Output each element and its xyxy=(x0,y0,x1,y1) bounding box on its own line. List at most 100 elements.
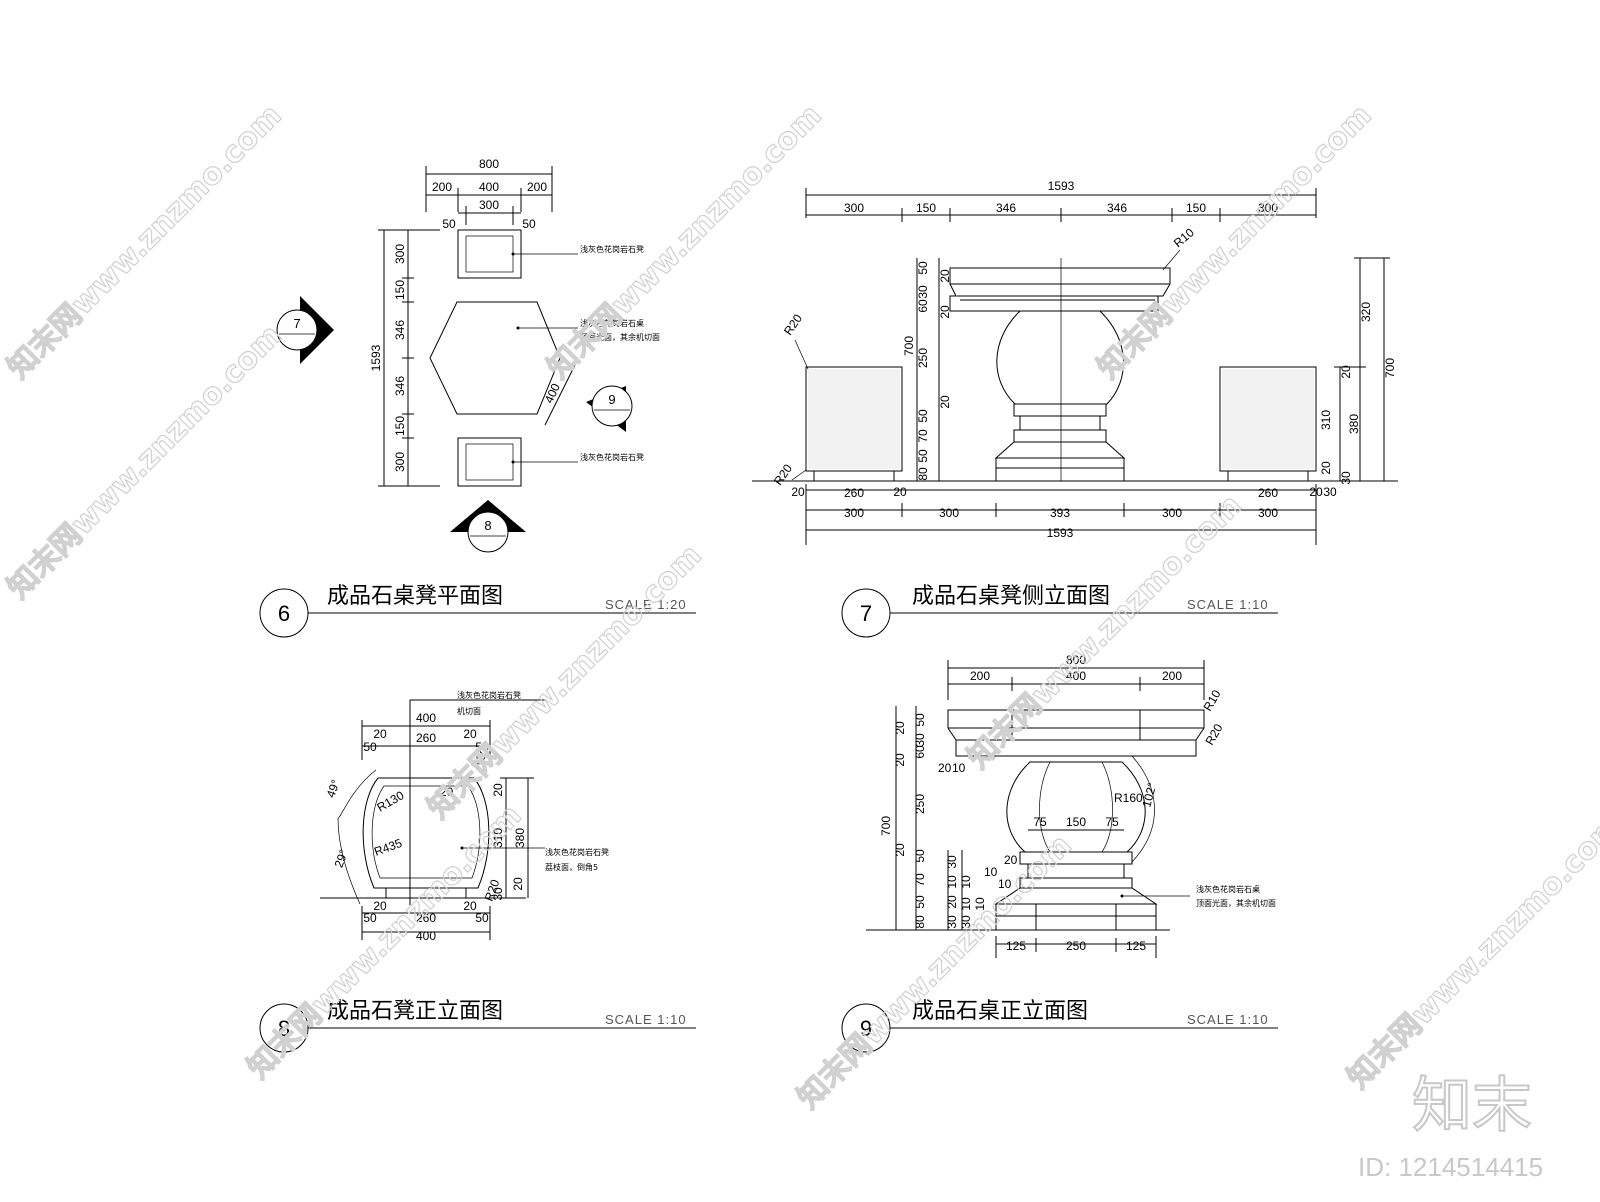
side-dr-4: 380 xyxy=(1347,414,1361,434)
plan-dim-diag: 400 xyxy=(542,381,563,405)
svg-text:9: 9 xyxy=(608,392,615,407)
side-db-2: 20 xyxy=(893,485,907,499)
plan-dim-50b: 50 xyxy=(522,217,536,231)
stool-dt-1: 20 xyxy=(373,727,387,741)
side-db-10: 300 xyxy=(1258,506,1278,520)
svg-text:8: 8 xyxy=(484,518,491,533)
plan-view-number: 6 xyxy=(278,601,290,626)
stool-db-0: 20 xyxy=(373,899,387,913)
marker-7: 7 xyxy=(276,296,334,364)
side-dim-1593-top: 1593 xyxy=(1048,179,1075,193)
stool-db-3: 50 xyxy=(363,911,377,925)
stool-db-2: 20 xyxy=(463,899,477,913)
table-dl2-2: 10 xyxy=(998,877,1012,891)
side-db-0: 20 xyxy=(791,485,805,499)
plan-view: 800 200 400 200 300 50 50 1593 300 150 3… xyxy=(259,157,696,638)
plan-note-stool-1: 浅灰色花岗岩石凳 xyxy=(580,244,644,254)
side-db-7: 300 xyxy=(939,506,959,520)
watermark-5: 知末网www.znzmo.com xyxy=(421,538,709,826)
side-db-9: 300 xyxy=(1162,506,1182,520)
plan-note-table-finish: 顶面光面，其余机切面 xyxy=(580,332,660,342)
watermark-8: 知末网www.znzmo.com xyxy=(791,828,1079,1116)
table-top xyxy=(947,709,1205,757)
plan-view-title: 成品石桌凳平面图 xyxy=(327,584,503,609)
side-dl-9: 70 xyxy=(916,429,930,443)
plan-dim-l300a: 300 xyxy=(393,244,407,264)
stool-view-number: 8 xyxy=(278,1016,290,1041)
side-dim-t5: 150 xyxy=(1186,201,1206,215)
side-dl-4: 20 xyxy=(938,305,952,319)
side-db-6: 300 xyxy=(844,506,864,520)
table-view: 800 200 400 200 75 150 75 R10 R20 xyxy=(841,653,1278,1053)
table-db-1: 250 xyxy=(1066,939,1086,953)
plan-table-hexagon xyxy=(429,301,561,415)
plan-dim-200a: 200 xyxy=(432,180,452,194)
watermark-9: 知末网www.znzmo.com xyxy=(1341,808,1600,1096)
side-dr-6: 30 xyxy=(1339,471,1353,485)
side-dl-6: 250 xyxy=(916,348,930,368)
stool-angle-49: 49° xyxy=(324,778,343,800)
side-dl-8: 50 xyxy=(916,409,930,423)
side-table-top xyxy=(949,267,1171,312)
side-db-1: 260 xyxy=(844,486,864,500)
side-dl-5: 700 xyxy=(902,336,916,356)
side-dim-t3: 346 xyxy=(996,201,1016,215)
plan-note-table: 浅灰色花岗岩石桌 xyxy=(580,318,644,328)
plan-dim-400: 400 xyxy=(479,180,499,194)
table-dl2-10: 10 xyxy=(973,897,987,911)
side-view-title: 成品石桌凳侧立面图 xyxy=(912,584,1110,609)
marker-9: 9 xyxy=(586,385,633,432)
table-dt-0: 800 xyxy=(1066,653,1086,667)
stool-dt-4: 50 xyxy=(363,740,377,754)
table-dt-2: 400 xyxy=(1066,669,1086,683)
stool-note-2: 机切面 xyxy=(457,706,481,716)
side-view-scale: SCALE 1:10 xyxy=(1187,597,1269,612)
plan-dim-800: 800 xyxy=(479,157,499,171)
stool-note-1: 浅灰色花岗岩石凳 xyxy=(457,690,521,700)
table-view-title: 成品石桌正立面图 xyxy=(912,999,1088,1024)
stool-note-4: 荔枝面，倒角5 xyxy=(545,862,598,872)
stool-view: 浅灰色花岗岩石凳 机切面 400 20 260 20 50 50 49° 29°… xyxy=(259,690,696,1053)
plan-dim-200b: 200 xyxy=(527,180,547,194)
side-db-1593: 1593 xyxy=(1047,526,1074,540)
stool-view-scale: SCALE 1:10 xyxy=(605,1012,687,1027)
watermark-2: 知末网www.znzmo.com xyxy=(541,98,829,386)
side-db-3: 260 xyxy=(1258,486,1278,500)
table-dl-6: 10 xyxy=(952,761,966,775)
table-angle-102: 102° xyxy=(1139,781,1159,809)
table-dl2-1: 10 xyxy=(984,865,998,879)
table-dl-2: 30 xyxy=(913,733,927,747)
side-dr-3: 310 xyxy=(1319,410,1333,430)
side-view-number: 7 xyxy=(860,601,872,626)
table-di-0: 75 xyxy=(1033,815,1047,829)
side-dr-5: 20 xyxy=(1319,461,1333,475)
side-view: 1593 300 150 346 346 150 300 xyxy=(752,179,1398,638)
side-dl-0: 50 xyxy=(916,261,930,275)
table-dl2-8: 30 xyxy=(959,915,973,929)
plan-dim-l300b: 300 xyxy=(393,452,407,472)
side-dl-1: 20 xyxy=(938,269,952,283)
table-dl-11: 70 xyxy=(913,873,927,887)
table-dl-10: 50 xyxy=(913,849,927,863)
table-dl-9: 20 xyxy=(893,843,907,857)
side-dl-10: 50 xyxy=(916,449,930,463)
table-dl-4: 20 xyxy=(893,753,907,767)
stool-view-title: 成品石凳正立面图 xyxy=(327,999,503,1024)
stool-dr-3: 30 xyxy=(491,887,505,901)
stool-inner-20: 20 xyxy=(440,785,454,799)
side-dr-0: 320 xyxy=(1359,302,1373,322)
side-dim-t2: 150 xyxy=(916,201,936,215)
table-dl-3: 60 xyxy=(913,745,927,759)
stool-dt-2: 260 xyxy=(416,731,436,745)
side-dr-1: 700 xyxy=(1383,358,1397,378)
side-radius-r20b: R20 xyxy=(771,461,795,487)
stool-body xyxy=(362,777,490,889)
table-dl-12: 50 xyxy=(913,895,927,909)
table-dl2-9: 10 xyxy=(959,897,973,911)
brand-logo: 知末 xyxy=(1412,1071,1532,1141)
stool-dr-4: 20 xyxy=(511,877,525,891)
table-view-scale: SCALE 1:10 xyxy=(1187,1012,1269,1027)
document-id: ID: 1214514415 xyxy=(1358,1152,1543,1182)
side-db-5: 30 xyxy=(1323,485,1337,499)
plan-dim-l150b: 150 xyxy=(393,416,407,436)
